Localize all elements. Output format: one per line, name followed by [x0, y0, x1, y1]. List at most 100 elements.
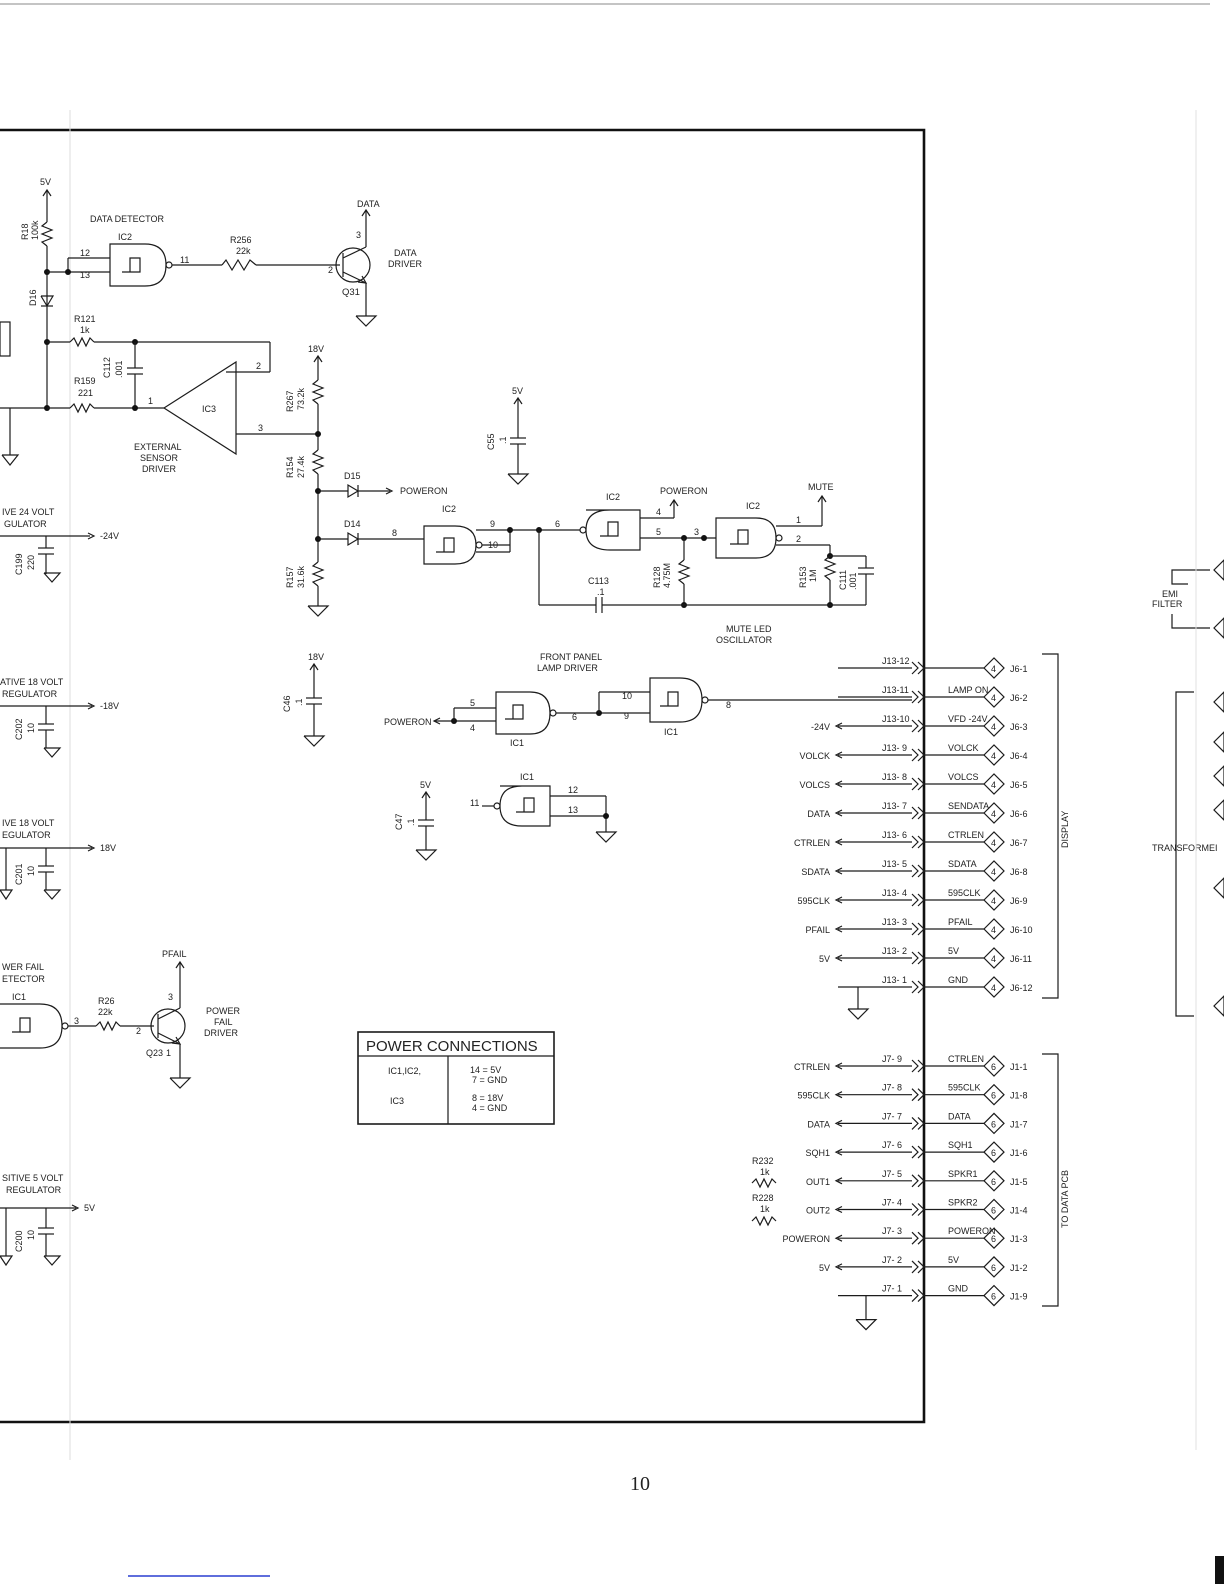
ic3-pin2: 2 — [256, 361, 261, 371]
display-ref: J6-10 — [1010, 925, 1033, 935]
display-chevron — [911, 951, 919, 965]
r121-value: 1k — [80, 325, 90, 335]
datapcb-chevron — [911, 1203, 919, 1216]
ic2-label-a: IC2 — [118, 232, 132, 242]
display-diamond — [983, 918, 1005, 940]
emi-line2: FILTER — [1152, 599, 1183, 609]
pos18-reg-line1: IVE 18 VOLT — [2, 818, 55, 828]
ic3-pin3: 3 — [258, 423, 263, 433]
display-pin-9: J13- 4 — [882, 888, 907, 898]
display-num: 4 — [991, 954, 996, 964]
datapcb-pin-7: J7- 3 — [882, 1226, 902, 1236]
net-5v-c55: 5V — [512, 386, 523, 396]
r153-value: 1M — [808, 569, 818, 582]
q31-pin2: 2 — [328, 265, 333, 275]
datapcb-diamond — [983, 1227, 1005, 1250]
datapcb-num: 6 — [991, 1234, 996, 1244]
r128-label: R128 — [652, 566, 662, 588]
display-gnd-symbol — [847, 1008, 870, 1020]
r18-value: 100k — [30, 220, 40, 240]
display-signal: SDATA — [948, 859, 977, 869]
display-ref: J6-5 — [1010, 780, 1028, 790]
display-ref: J6-2 — [1010, 693, 1028, 703]
connector-brackets: DISPLAY TO DATA PCB — [1042, 653, 1070, 1307]
datapcb-net: OUT2 — [806, 1206, 830, 1216]
display-signal: PFAIL — [948, 917, 973, 927]
display-pin-8: J13- 5 — [882, 859, 907, 869]
display-num: 4 — [991, 925, 996, 935]
datapcb-arrow — [834, 1177, 843, 1185]
spare-gate-block: 5V C47 .1 11 IC1 12 13 — [394, 772, 618, 861]
net-poweron-a: POWERON — [400, 486, 448, 496]
corner-mark — [1215, 1556, 1224, 1584]
datapcb-signal: DATA — [948, 1111, 971, 1121]
display-signal: 5V — [948, 946, 959, 956]
datapcb-signal: 595CLK — [948, 1083, 981, 1093]
display-diamond — [983, 715, 1005, 737]
power-connections-title: POWER CONNECTIONS — [366, 1038, 538, 1055]
r232-label: R232 — [752, 1156, 774, 1166]
pin-9-a: 9 — [490, 519, 495, 529]
pin-11-a: 11 — [180, 255, 189, 265]
display-pin-2: J13-11 — [882, 685, 909, 695]
display-pin-3: J13-10 — [882, 714, 910, 724]
net-5v-c47: 5V — [420, 780, 431, 790]
datapcb-signal: SPKR1 — [948, 1169, 978, 1179]
display-arrow — [834, 809, 843, 817]
neg18-reg-line2: REGULATOR — [2, 689, 58, 699]
pin-5-b: 5 — [470, 698, 475, 708]
display-pin-6: J13- 7 — [882, 801, 907, 811]
net-pfail: PFAIL — [162, 949, 187, 959]
ic3-label: IC3 — [202, 404, 216, 414]
datapcb-arrow — [834, 1263, 843, 1271]
display-pin-11: J13- 2 — [882, 946, 907, 956]
datapcb-num: 6 — [991, 1062, 996, 1072]
r153-label: R153 — [798, 566, 808, 588]
datapcb-diamond — [983, 1141, 1005, 1163]
datapcb-net: DATA — [807, 1119, 830, 1129]
power-row2-part: IC3 — [390, 1096, 404, 1106]
display-net: 595CLK — [797, 896, 830, 906]
power-fail-det-line1: WER FAIL — [2, 962, 44, 972]
pin-11-b: 11 — [470, 798, 479, 808]
lamp-driver-line1: FRONT PANEL — [540, 652, 602, 662]
display-arrow — [834, 838, 843, 846]
pin-5-a: 5 — [656, 527, 661, 537]
pin-13-a: 13 — [80, 270, 90, 280]
display-diamond — [983, 686, 1005, 708]
c111-value: .001 — [848, 572, 858, 590]
c200-value: 10 — [26, 1230, 36, 1240]
ic1-label-a: IC1 — [510, 738, 524, 748]
display-signal: LAMP ON — [948, 685, 988, 695]
ic2-label-b: IC2 — [442, 504, 456, 514]
pin-1-a: 1 — [796, 515, 801, 525]
datapcb-ref: J1-6 — [1010, 1148, 1028, 1158]
display-ref: J6-3 — [1010, 722, 1028, 732]
display-signal: VOLCS — [948, 772, 979, 782]
datapcb-num: 6 — [991, 1091, 996, 1101]
datapcb-diamond — [983, 1284, 1005, 1307]
datapcb-num: 6 — [991, 1119, 996, 1129]
r267-value: 73.2k — [296, 387, 306, 410]
datapcb-arrow — [834, 1091, 843, 1099]
pin-10-a: 10 — [488, 540, 498, 550]
r159-value: 221 — [78, 388, 93, 398]
regulator-fragments: IVE 24 VOLT GULATOR -24V C199 220 ATIVE … — [0, 321, 119, 1267]
c113-value: .1 — [597, 587, 605, 597]
pin-9-b: 9 — [624, 711, 629, 721]
datapcb-chevron — [911, 1174, 919, 1188]
display-pin-12: J13- 1 — [882, 975, 907, 985]
pin-3-pf: 3 — [74, 1016, 79, 1026]
neg18-reg-line1: ATIVE 18 VOLT — [0, 677, 64, 687]
datapcb-ref: J1-3 — [1010, 1234, 1028, 1244]
datapcb-num: 6 — [991, 1292, 996, 1302]
r154-value: 27.4k — [296, 455, 306, 478]
r26-label: R26 — [98, 996, 115, 1006]
c111-label: C111 — [838, 570, 848, 590]
c113-label: C113 — [588, 576, 609, 586]
ic3-pin1: 1 — [148, 396, 153, 406]
pin-4-a: 4 — [656, 507, 661, 517]
power-row1-part: IC1,IC2, — [388, 1066, 421, 1076]
neg24-reg-line2: GULATOR — [4, 519, 47, 529]
